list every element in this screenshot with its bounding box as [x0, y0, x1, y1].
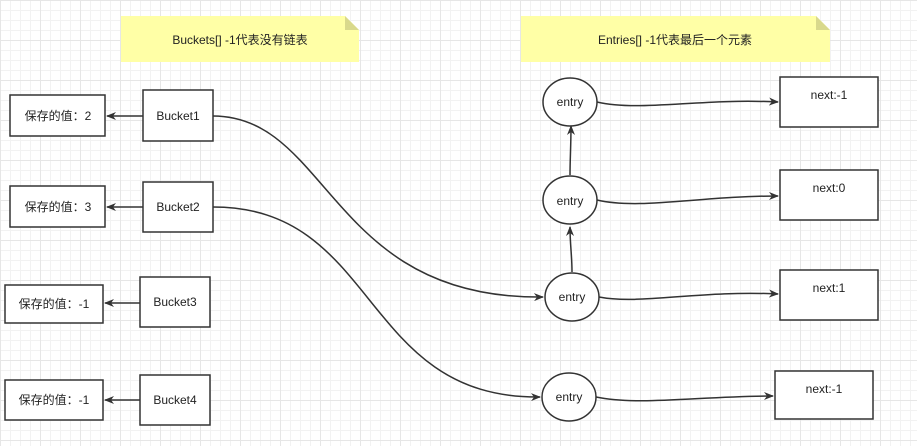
value-box-3 [4, 284, 104, 324]
entry-3-to-next-arrow [598, 289, 779, 301]
buckets-note-text: Buckets[] -1代表没有链表 [172, 32, 307, 47]
bucket-box-1-text: Bucket1 [156, 109, 200, 123]
next-box-2 [779, 169, 879, 221]
bucket-box-4-text: Bucket4 [153, 393, 197, 407]
entries-note: Entries[] -1代表最后一个元素 [521, 16, 830, 62]
entry-2-to-entry-1-arrow [566, 125, 575, 176]
value-box-2-text: 保存的值：3 [25, 199, 92, 214]
bucket-row-2: 保存的值：3 Bucket2 [9, 181, 214, 233]
entry-row-3: entry next:1 [544, 269, 879, 322]
entry-node-3-text: entry [559, 290, 586, 304]
next-box-3 [779, 269, 879, 321]
entry-row-4: entry next:-1 [541, 370, 874, 422]
next-box-4 [774, 370, 874, 420]
entry-node-4-text: entry [556, 390, 583, 404]
next-box-1 [779, 76, 879, 128]
value-box-1 [9, 94, 106, 137]
bucket-row-4: 保存的值：-1 Bucket4 [4, 374, 211, 426]
bucket-1-to-entry-3-curve [212, 115, 544, 302]
bucket-2-to-entry-4-curve [212, 206, 541, 402]
entry-row-2: entry next:0 [542, 169, 879, 225]
entry-node-2-text: entry [557, 194, 584, 208]
value-box-2 [9, 185, 106, 228]
entry-1-to-next-arrow [596, 97, 779, 107]
bucket-box-1 [142, 89, 214, 142]
next-box-3-text: next:1 [813, 281, 846, 295]
entries-note-text: Entries[] -1代表最后一个元素 [598, 33, 752, 47]
next-box-4-text: next:-1 [806, 382, 843, 396]
entry-3-to-entry-2-arrow [566, 226, 575, 273]
entry-row-1: entry next:-1 [542, 76, 879, 128]
bucket-row-1: 保存的值：2 Bucket1 [9, 89, 214, 142]
value-box-4-text: 保存的值：-1 [19, 392, 90, 407]
next-box-1-text: next:-1 [811, 88, 848, 102]
entry-4-to-next-arrow [595, 392, 774, 402]
bucket-box-3 [139, 276, 211, 328]
value-box-3-text: 保存的值：-1 [19, 296, 90, 311]
value-box-1-text: 保存的值：2 [25, 108, 92, 123]
bucket-box-2-text: Bucket2 [156, 200, 200, 214]
bucket-box-3-text: Bucket3 [153, 295, 197, 309]
next-box-2-text: next:0 [813, 181, 846, 195]
bucket-row-3: 保存的值：-1 Bucket3 [4, 276, 211, 328]
entry-2-to-next-arrow [596, 192, 779, 205]
entry-node-1-text: entry [557, 95, 584, 109]
value-box-4 [4, 379, 104, 421]
buckets-note: Buckets[] -1代表没有链表 [121, 16, 359, 62]
